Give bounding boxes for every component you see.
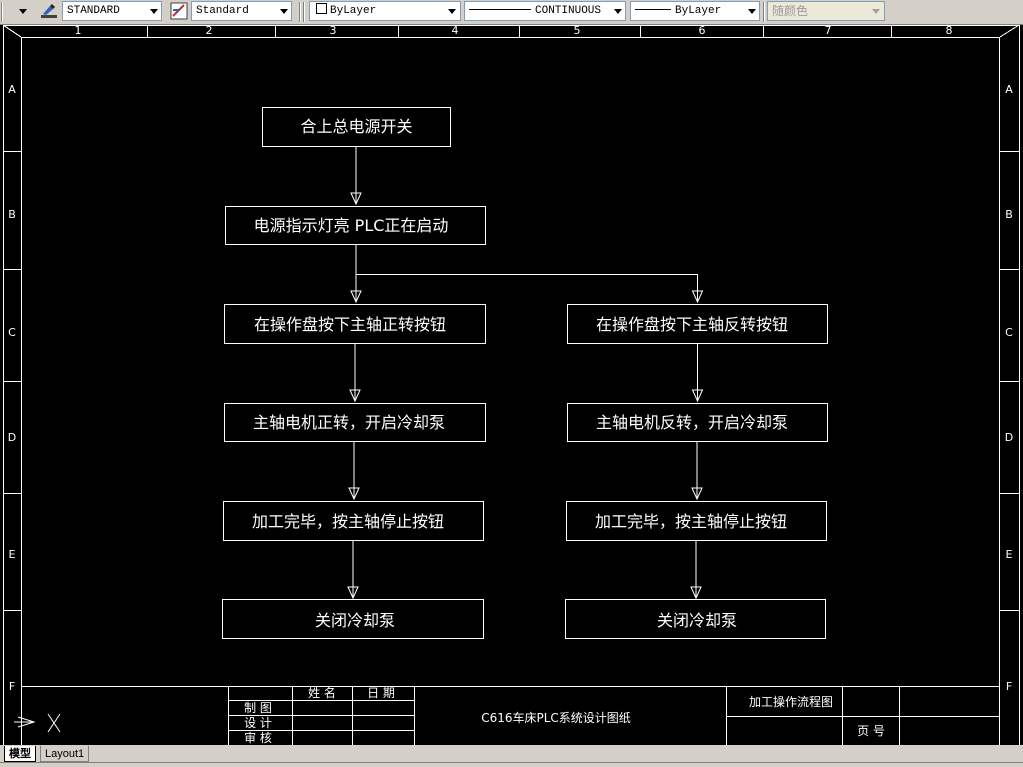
toolbar-separator <box>1 2 3 22</box>
outer-border <box>3 25 1020 745</box>
flow-text-finish-left: 加工完毕，按主轴停止按钮 <box>252 512 444 531</box>
title-block-review-label: 审 核 <box>244 730 272 745</box>
toolbar-separator <box>303 2 305 22</box>
tab-model-label: 模型 <box>9 748 31 760</box>
title-block-page-number-label: 页 号 <box>857 724 885 738</box>
zone-column-label: 5 <box>574 25 581 37</box>
flow-box-stop-right[interactable] <box>565 599 826 639</box>
zone-row-label: D <box>8 431 16 444</box>
text-style-value: STANDARD <box>67 5 120 17</box>
layout-tab-bar: 模型 Layout1 <box>0 745 1023 767</box>
zone-column-label: 6 <box>699 25 706 37</box>
flow-connectors <box>347 147 704 600</box>
zone-row-label: A <box>8 83 16 96</box>
drawing-canvas[interactable]: 1 2 3 4 5 6 7 8 A B C D E F A B C D E F <box>0 25 1023 745</box>
title-block-date-header: 日 期 <box>367 686 395 700</box>
title-block-name-header: 姓 名 <box>308 685 336 700</box>
color-swatch-icon <box>316 3 327 14</box>
zone-column-label: 3 <box>330 25 337 37</box>
title-block <box>21 686 1000 745</box>
toolbar-separator <box>299 2 301 22</box>
flow-text-start: 合上总电源开关 <box>300 117 412 136</box>
linetype-sample-icon <box>469 9 531 10</box>
dim-style-dropdown-arrow[interactable] <box>277 1 291 21</box>
tab-layout1[interactable]: Layout1 <box>40 746 90 762</box>
flow-box-stop-left[interactable] <box>222 599 484 639</box>
flow-box-press-reverse[interactable] <box>567 304 828 344</box>
zone-row-label: E <box>9 548 16 561</box>
zone-row-label: D <box>1005 431 1013 444</box>
color-select[interactable]: ByLayer <box>309 1 461 21</box>
flow-text-finish-right: 加工完毕，按主轴停止按钮 <box>595 512 787 531</box>
properties-toolbar: STANDARD Standard ByLayer CONTINUOUS ByL… <box>0 0 1023 25</box>
linetype-value: CONTINUOUS <box>535 5 602 17</box>
lineweight-sample-icon <box>635 9 671 10</box>
flow-box-power-indicator[interactable] <box>225 206 486 245</box>
zone-row-label: A <box>1005 83 1013 96</box>
plot-style-select: 随颜色 <box>767 1 885 21</box>
flow-box-motor-reverse[interactable] <box>567 403 828 442</box>
inner-border <box>21 37 1000 745</box>
toolbar-separator <box>763 2 765 22</box>
drawing-sheet: 1 2 3 4 5 6 7 8 A B C D E F A B C D E F <box>2 25 1020 745</box>
zone-column-label: 1 <box>75 25 82 37</box>
linetype-dropdown-arrow[interactable] <box>611 1 625 21</box>
tab-model[interactable]: 模型 <box>4 746 36 762</box>
linetype-select[interactable]: CONTINUOUS <box>464 1 626 21</box>
lineweight-select[interactable]: ByLayer <box>630 1 760 21</box>
zone-column-label: 8 <box>946 25 953 37</box>
zone-row-label: C <box>8 326 16 339</box>
tab-layout1-label: Layout1 <box>45 748 85 760</box>
plot-style-dropdown-arrow <box>869 1 883 21</box>
flow-text-motor-forward: 主轴电机正转，开启冷却泵 <box>253 413 445 432</box>
flow-text-power-indicator: 电源指示灯亮 PLC正在启动 <box>254 216 449 235</box>
plot-style-value: 随颜色 <box>772 4 809 18</box>
color-value: ByLayer <box>330 5 377 17</box>
text-style-select[interactable]: STANDARD <box>62 1 162 21</box>
zone-column-label: 2 <box>206 25 213 37</box>
dimension-style-icon[interactable] <box>170 2 188 20</box>
flow-text-press-reverse: 在操作盘按下主轴反转按钮 <box>596 315 788 334</box>
flow-text-stop-right: 关闭冷却泵 <box>657 611 737 630</box>
zone-column-label: 4 <box>452 25 459 37</box>
flow-box-start[interactable] <box>262 107 451 147</box>
color-dropdown-arrow[interactable] <box>445 1 459 21</box>
title-block-drawn-label: 制 图 <box>244 701 272 715</box>
title-block-project-title: C616车床PLC系统设计图纸 <box>481 710 631 725</box>
flow-text-press-forward: 在操作盘按下主轴正转按钮 <box>254 315 446 334</box>
zone-row-label: F <box>9 680 15 693</box>
zone-row-label: E <box>1006 548 1013 561</box>
flow-box-press-forward[interactable] <box>224 304 486 344</box>
toolbar-flyout-arrow[interactable] <box>16 1 30 21</box>
lineweight-dropdown-arrow[interactable] <box>745 1 759 21</box>
flow-text-stop-left: 关闭冷却泵 <box>315 611 395 630</box>
flow-text-motor-reverse: 主轴电机反转，开启冷却泵 <box>596 413 788 432</box>
dim-style-value: Standard <box>196 5 249 17</box>
ucs-icon <box>14 713 61 733</box>
zone-column-label: 7 <box>825 25 832 37</box>
text-style-dropdown-arrow[interactable] <box>147 1 161 21</box>
flow-box-motor-forward[interactable] <box>224 403 486 442</box>
flow-box-finish-left[interactable] <box>223 501 484 541</box>
zone-row-label: F <box>1006 680 1012 693</box>
lineweight-value: ByLayer <box>675 5 722 17</box>
horizontal-scrollbar-area <box>0 762 1023 767</box>
title-block-drawing-name: 加工操作流程图 <box>749 694 833 709</box>
zone-row-label: C <box>1005 326 1013 339</box>
text-style-icon[interactable] <box>40 2 58 20</box>
dim-style-select[interactable]: Standard <box>191 1 292 21</box>
zone-row-label: B <box>1005 208 1013 221</box>
zone-row-label: B <box>8 208 16 221</box>
flow-box-finish-right[interactable] <box>566 501 827 541</box>
title-block-design-label: 设 计 <box>244 716 272 730</box>
